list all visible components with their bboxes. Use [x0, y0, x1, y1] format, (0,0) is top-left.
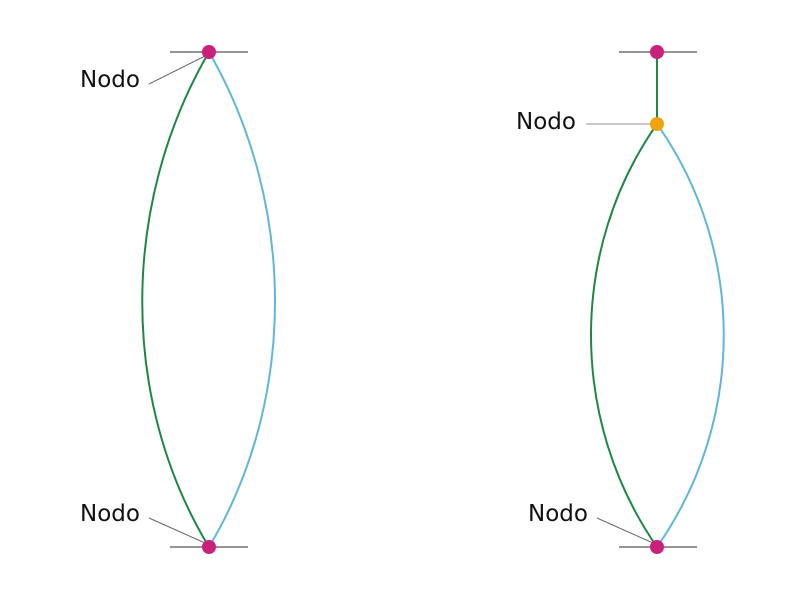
left-top-node [202, 45, 216, 59]
right-bottom-leader-line [596, 517, 654, 544]
left-top-leader-line [148, 55, 206, 85]
right-middle-node [650, 117, 664, 131]
right-top-node [650, 45, 664, 59]
left-green-curve [141, 51, 210, 548]
left-bottom-leader-line [148, 517, 206, 544]
right-diagram: Nodo Nodo [516, 45, 725, 554]
left-diagram: Nodo Nodo [80, 45, 276, 554]
left-top-node-label: Nodo [80, 67, 140, 93]
left-bottom-node [202, 540, 216, 554]
left-bottom-node-label: Nodo [80, 501, 140, 527]
right-middle-node-label: Nodo [516, 109, 576, 135]
right-bottom-node [650, 540, 664, 554]
right-blue-curve [656, 123, 725, 548]
left-blue-curve [208, 51, 276, 548]
right-green-curve [590, 123, 658, 548]
right-bottom-node-label: Nodo [528, 501, 588, 527]
